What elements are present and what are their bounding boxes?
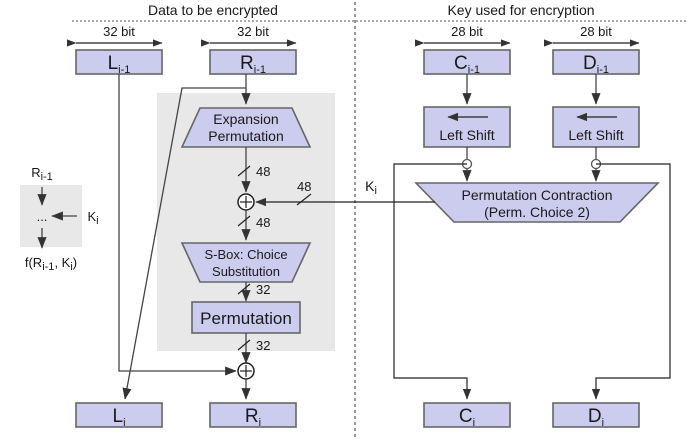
dimension-label-c-prev: 28 bit	[451, 24, 483, 39]
register-l-prev-sub: i-1	[118, 64, 130, 76]
bits-sbox-out: 32	[256, 282, 270, 297]
block-left-shift-c-label: Left Shift	[439, 127, 494, 143]
svg-text:Di-1: Di-1	[583, 53, 609, 76]
bitslash-expansion-out	[237, 165, 251, 177]
wire-c-to-cnext	[393, 163, 472, 400]
svg-text:Li-1: Li-1	[108, 53, 131, 76]
register-r-next-label: R	[245, 406, 259, 427]
register-r-prev-sub: i-1	[254, 64, 266, 76]
register-r-prev-label: R	[240, 53, 254, 74]
register-d-prev-sub: i-1	[597, 64, 609, 76]
svg-text:Ci: Ci	[459, 406, 475, 429]
dimension-label-l-prev: 32 bit	[103, 24, 135, 39]
register-r-next[interactable]: Ri	[209, 402, 297, 429]
block-permutation-contraction[interactable]: Permutation Contraction (Perm. Choice 2)	[414, 182, 660, 223]
bits-xor-out: 48	[256, 215, 270, 230]
dimension-c-prev: 28 bit	[415, 24, 511, 47]
register-d-prev-label: D	[583, 53, 597, 74]
bits-key-in: 48	[297, 179, 311, 194]
register-l-next[interactable]: Li	[75, 402, 163, 429]
legend-key-label: Ki	[87, 209, 98, 227]
bitslash-sbox-out	[237, 283, 251, 295]
block-permutation-label: Permutation	[200, 309, 292, 328]
svg-text:Ri-1: Ri-1	[240, 53, 266, 76]
dimension-label-r-prev: 32 bit	[237, 24, 269, 39]
bitslash-key-in	[296, 193, 312, 206]
legend-output-label: f(Ri-1, Ki)	[25, 255, 77, 273]
block-expansion-permutation[interactable]: Expansion Permutation	[180, 107, 312, 148]
register-c-next-label: C	[459, 406, 473, 427]
block-sbox-choice-substitution[interactable]: S-Box: Choice Substitution	[180, 242, 312, 283]
header-left: Data to be encrypted	[148, 2, 278, 18]
wire-lprev-to-xor	[118, 74, 237, 376]
dimension-l-prev: 32 bit	[67, 24, 163, 47]
legend-input-label: Ri-1	[31, 165, 53, 183]
block-sbox-line2: Substitution	[212, 264, 280, 279]
register-l-prev[interactable]: Li-1	[75, 49, 163, 76]
wire-d-to-dnext	[591, 163, 671, 400]
bits-expansion-out: 48	[256, 164, 270, 179]
svg-text:Li: Li	[112, 406, 125, 429]
block-sbox-line1: S-Box: Choice	[204, 247, 287, 262]
xor-key-mixing	[237, 193, 255, 211]
register-d-next-label: D	[588, 406, 602, 427]
dimension-d-prev: 28 bit	[544, 24, 640, 47]
register-l-next-label: L	[112, 406, 123, 427]
dimension-label-d-prev: 28 bit	[580, 24, 612, 39]
register-d-prev[interactable]: Di-1	[552, 49, 640, 76]
legend-f-function: Ri-1 ... Ki f(Ri-1, Ki)	[25, 165, 99, 273]
legend-dots: ...	[37, 209, 48, 224]
header-right: Key used for encryption	[447, 2, 594, 18]
register-c-next[interactable]: Ci	[423, 402, 511, 429]
register-r-prev[interactable]: Ri-1	[209, 49, 297, 76]
bitslash-xor-out	[237, 215, 251, 227]
svg-text:Ri: Ri	[245, 406, 261, 429]
dimension-r-prev: 32 bit	[201, 24, 297, 47]
register-l-next-sub: i	[123, 417, 125, 429]
block-contraction-line1: Permutation Contraction	[462, 187, 613, 203]
register-c-prev-sub: i-1	[468, 64, 480, 76]
register-d-next[interactable]: Di	[552, 402, 640, 429]
register-c-prev-label: C	[454, 53, 468, 74]
block-contraction-line2: (Perm. Choice 2)	[484, 204, 590, 220]
xor-feistel	[237, 362, 255, 380]
svg-text:Di: Di	[588, 406, 604, 429]
block-left-shift-d[interactable]: Left Shift	[552, 106, 640, 148]
register-r-next-sub: i	[259, 417, 261, 429]
svg-text:Ci-1: Ci-1	[454, 53, 480, 76]
register-d-next-sub: i	[602, 417, 604, 429]
wire-rprev-to-lnext	[122, 87, 246, 400]
bitslash-perm-out	[237, 339, 251, 351]
block-expansion-line2: Permutation	[208, 128, 283, 144]
register-l-prev-label: L	[108, 53, 119, 74]
subkey-label: Ki	[365, 178, 377, 197]
block-left-shift-d-label: Left Shift	[568, 127, 623, 143]
block-left-shift-c[interactable]: Left Shift	[423, 106, 511, 148]
register-c-next-sub: i	[473, 417, 475, 429]
block-expansion-line1: Expansion	[213, 111, 278, 127]
register-c-prev[interactable]: Ci-1	[423, 49, 511, 76]
block-permutation[interactable]: Permutation	[191, 301, 301, 334]
bits-perm-out: 32	[256, 338, 270, 353]
